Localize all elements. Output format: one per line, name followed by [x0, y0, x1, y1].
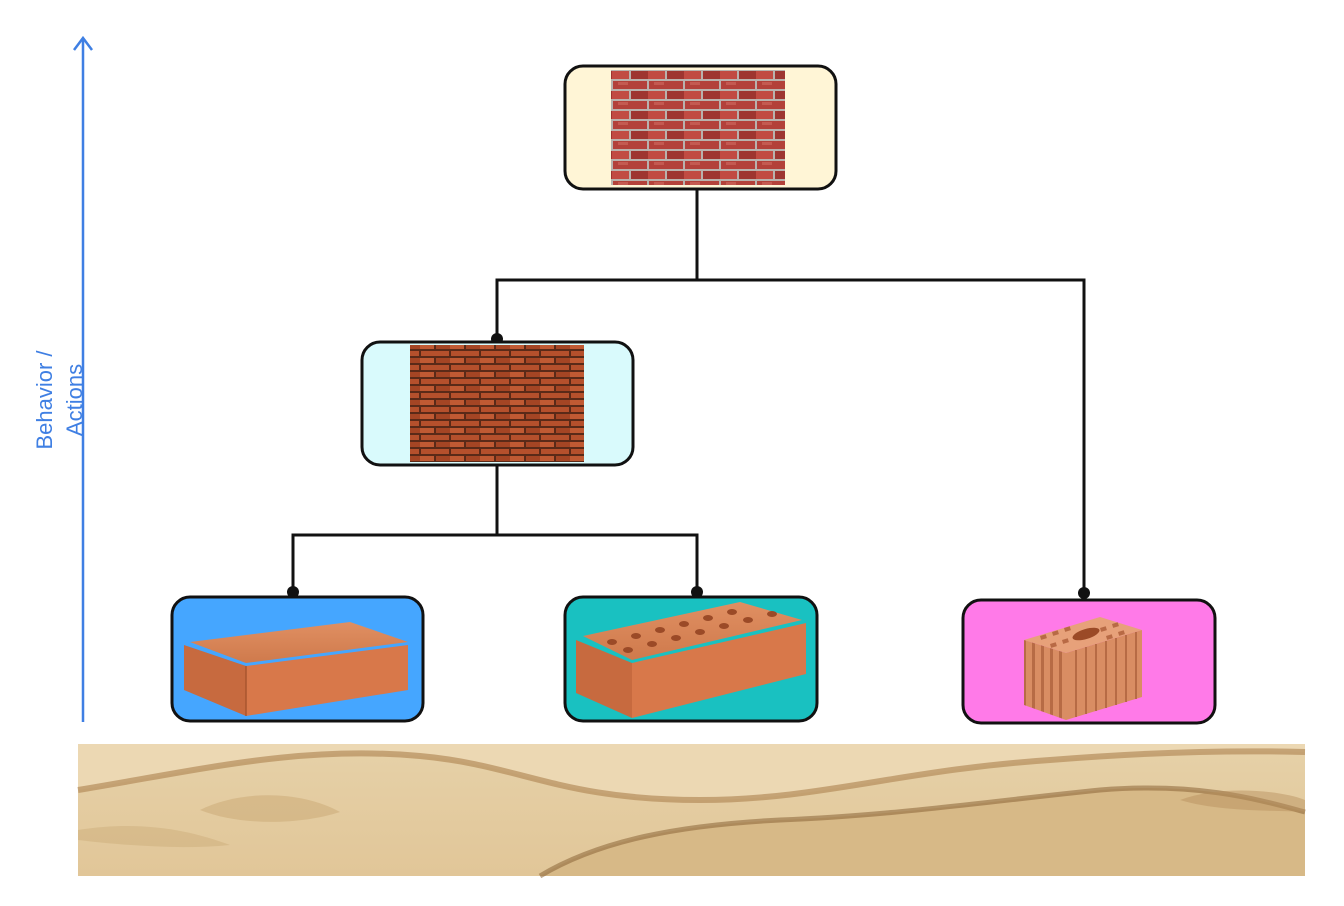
node-brick-solid [170, 595, 425, 723]
dot-brick-perforated [691, 586, 703, 598]
edge-wall-orange-brick-solid [291, 465, 499, 592]
node-brick-perforated [563, 595, 819, 723]
edge-wall-orange-brick-perforated [497, 533, 699, 592]
node-wall-aged [563, 64, 838, 191]
node-wall-orange [360, 340, 635, 467]
dot-brick-solid [287, 586, 299, 598]
sand-ground-image [77, 744, 1306, 879]
node-block-hollow [961, 598, 1217, 725]
solid-brick-image [184, 622, 408, 716]
edge-wall-aged-wall-orange [495, 189, 699, 340]
hollow-block-image [1024, 617, 1142, 720]
orange-brick-wall-image [410, 345, 584, 462]
connectors [291, 189, 1086, 593]
perforated-brick-image [576, 602, 806, 718]
aged-brick-wall-image [611, 70, 785, 185]
dot-block-hollow [1078, 587, 1090, 599]
edge-wall-aged-block-hollow [697, 278, 1086, 593]
axis-arrow [73, 35, 93, 722]
